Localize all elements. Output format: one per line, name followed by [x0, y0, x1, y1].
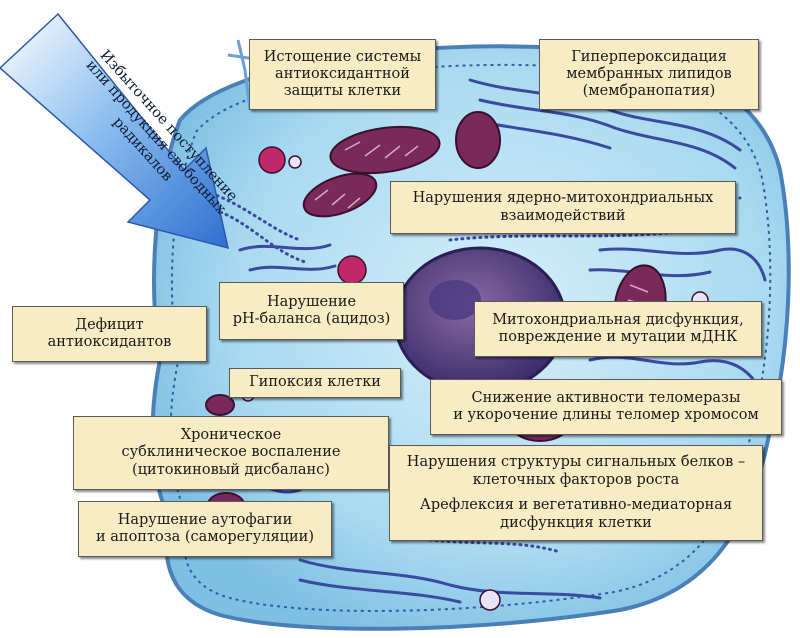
- large-blue-arrow-icon: [0, 12, 229, 250]
- label-line: дисфункция клетки: [500, 514, 652, 531]
- label-ph-balance: Нарушение pH-баланса (ацидоз): [219, 282, 404, 340]
- label-line: Митохондриальная дисфункция,: [492, 311, 744, 328]
- label-line: Нарушения структуры сигнальных белков –: [406, 454, 746, 471]
- label-line: Снижение активности теломеразы: [471, 389, 741, 406]
- label-line: защиты клетки: [283, 83, 402, 100]
- label-line: Гипоксия клетки: [249, 374, 381, 391]
- label-mito-dysfunction: Митохондриальная дисфункция, повреждение…: [474, 301, 762, 357]
- label-line: антиоксидантной: [275, 65, 410, 82]
- label-autophagy: Нарушение аутофагии и апоптоза (саморегу…: [78, 501, 332, 557]
- label-line: Истощение системы: [263, 48, 422, 65]
- label-line: (мембранопатия): [582, 83, 716, 100]
- label-line: Нарушение аутофагии: [117, 511, 293, 528]
- label-line: pH-баланса (ацидоз): [232, 311, 391, 327]
- label-line: и апоптоза (саморегуляции): [96, 529, 314, 545]
- areflexia-text: Арефлексия и вегетативно-медиаторная дис…: [420, 497, 732, 531]
- nucleolus: [429, 280, 481, 320]
- label-antioxidant-depletion: Истощение системы антиоксидантной защиты…: [249, 39, 436, 110]
- label-antioxidant-deficit: Дефицит антиоксидантов: [12, 306, 207, 362]
- label-line: мембранных липидов: [566, 65, 732, 82]
- signal-proteins-text: Нарушения структуры сигнальных белков – …: [407, 454, 745, 488]
- label-line: субклиническое воспаление: [121, 444, 341, 461]
- label-signal-areflexia: Нарушения структуры сигнальных белков – …: [389, 445, 763, 541]
- label-line: антиоксидантов: [47, 334, 172, 350]
- label-line: Арефлексия и вегетативно-медиаторная: [419, 497, 733, 514]
- cell-membrane-inner: [169, 63, 772, 612]
- label-line: клеточных факторов роста: [472, 471, 680, 488]
- label-nuclear-mito: Нарушения ядерно-митохондриальных взаимо…: [390, 181, 736, 234]
- label-line: Дефицит: [75, 316, 144, 333]
- label-line: взаимодействий: [500, 207, 626, 224]
- label-line: (цитокиновый дисбаланс): [132, 461, 330, 478]
- label-line: Хроническое: [180, 427, 282, 444]
- label-line: повреждение и мутации мДНК: [498, 329, 738, 345]
- label-line: и укорочение длины теломер хромосом: [453, 407, 759, 423]
- label-lipid-peroxidation: Гиперпероксидация мембранных липидов (ме…: [539, 39, 759, 110]
- label-line: Нарушения ядерно-митохондриальных: [412, 190, 714, 207]
- label-inflammation: Хроническое субклиническое воспаление (ц…: [73, 416, 389, 490]
- label-line: Гиперпероксидация: [571, 48, 727, 65]
- label-line: Нарушение: [266, 293, 357, 310]
- label-telomerase: Снижение активности теломеразы и укороче…: [430, 379, 782, 435]
- label-hypoxia: Гипоксия клетки: [229, 368, 401, 398]
